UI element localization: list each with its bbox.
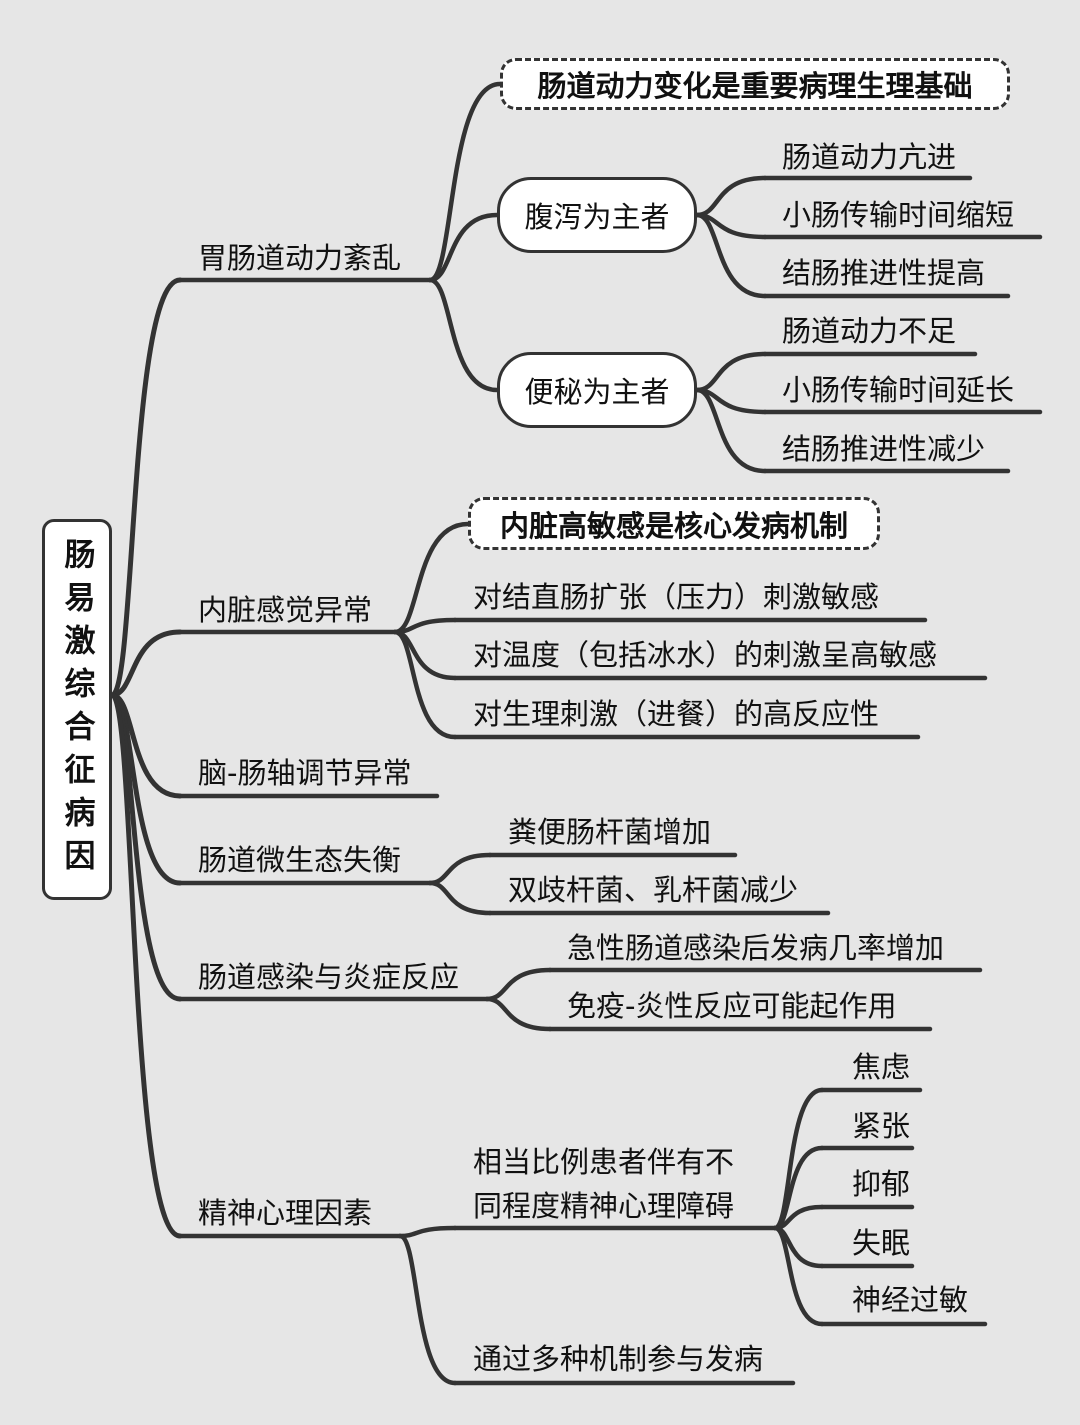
note-label: 肠道动力变化是重要病理生理基础 xyxy=(537,69,973,103)
connector xyxy=(427,212,500,283)
connector xyxy=(694,387,768,474)
root-node[interactable]: 肠易激综合征病因 xyxy=(42,519,112,900)
leaf-item[interactable]: 对温度（包括冰水）的刺激呈高敏感 xyxy=(473,638,938,672)
node-diarrhea-dominant[interactable]: 腹泻为主者 xyxy=(497,177,697,253)
branch-microecology[interactable]: 肠道微生态失衡 xyxy=(198,843,402,877)
leaf-item[interactable]: 免疫-炎性反应可能起作用 xyxy=(567,989,897,1023)
connector xyxy=(694,175,768,218)
node-constipation-dominant[interactable]: 便秘为主者 xyxy=(497,352,697,428)
leaf-item[interactable]: 急性肠道感染后发病几率增加 xyxy=(567,931,945,965)
note-motility-basis[interactable]: 肠道动力变化是重要病理生理基础 xyxy=(500,58,1010,110)
connector xyxy=(392,521,471,635)
node-label: 便秘为主者 xyxy=(524,375,670,409)
connector xyxy=(397,1233,458,1386)
leaf-item[interactable]: 焦虑 xyxy=(852,1050,911,1084)
leaf-item[interactable]: 肠道动力亢进 xyxy=(782,140,957,174)
note-label: 内脏高敏感是核心发病机制 xyxy=(499,508,848,543)
leaf-item[interactable]: 双歧杆菌、乳杆菌减少 xyxy=(508,873,799,907)
branch-connector xyxy=(109,692,183,1239)
branch-connector xyxy=(109,277,183,698)
leaf-item[interactable]: 紧张 xyxy=(852,1109,911,1143)
leaf-item[interactable]: 通过多种机制参与发病 xyxy=(473,1342,764,1376)
node-label: 腹泻为主者 xyxy=(524,200,670,234)
connector xyxy=(427,880,493,916)
branch-connector xyxy=(109,629,183,698)
root-label: 肠易激综合征病因 xyxy=(58,537,95,882)
connector xyxy=(694,351,768,393)
connector xyxy=(484,967,553,1002)
leaf-item[interactable]: 小肠传输时间缩短 xyxy=(782,198,1015,232)
branch-motility-disorder[interactable]: 胃肠道动力紊乱 xyxy=(198,241,402,275)
connector xyxy=(772,1145,825,1231)
connector xyxy=(397,1225,458,1239)
note-visceral-hypersensitivity[interactable]: 内脏高敏感是核心发病机制 xyxy=(468,497,880,550)
branch-brain-gut-axis[interactable]: 脑-肠轴调节异常 xyxy=(198,756,412,790)
leaf-item-line2[interactable]: 同程度精神心理障碍 xyxy=(473,1189,735,1223)
branch-psychological[interactable]: 精神心理因素 xyxy=(198,1196,373,1230)
connector xyxy=(427,852,493,886)
leaf-item[interactable]: 抑郁 xyxy=(852,1167,911,1201)
connector xyxy=(427,81,503,283)
leaf-item[interactable]: 小肠传输时间延长 xyxy=(782,373,1015,407)
branch-infection-inflammation[interactable]: 肠道感染与炎症反应 xyxy=(198,960,460,994)
connector xyxy=(392,629,458,740)
branch-visceral-sensation[interactable]: 内脏感觉异常 xyxy=(198,593,373,627)
leaf-item[interactable]: 结肠推进性提高 xyxy=(782,256,986,290)
leaf-item[interactable]: 失眠 xyxy=(852,1226,911,1260)
connector xyxy=(484,996,553,1032)
connector xyxy=(772,1225,825,1327)
leaf-item[interactable]: 结肠推进性减少 xyxy=(782,432,986,466)
leaf-item[interactable]: 对结直肠扩张（压力）刺激敏感 xyxy=(473,580,880,614)
leaf-item-line1[interactable]: 相当比例患者伴有不 xyxy=(473,1145,735,1179)
leaf-item[interactable]: 肠道动力不足 xyxy=(782,314,957,348)
leaf-item[interactable]: 粪便肠杆菌增加 xyxy=(508,815,712,849)
connector xyxy=(427,277,500,393)
leaf-item[interactable]: 神经过敏 xyxy=(852,1283,969,1317)
leaf-item[interactable]: 对生理刺激（进餐）的高反应性 xyxy=(473,697,880,731)
connector xyxy=(694,212,768,299)
